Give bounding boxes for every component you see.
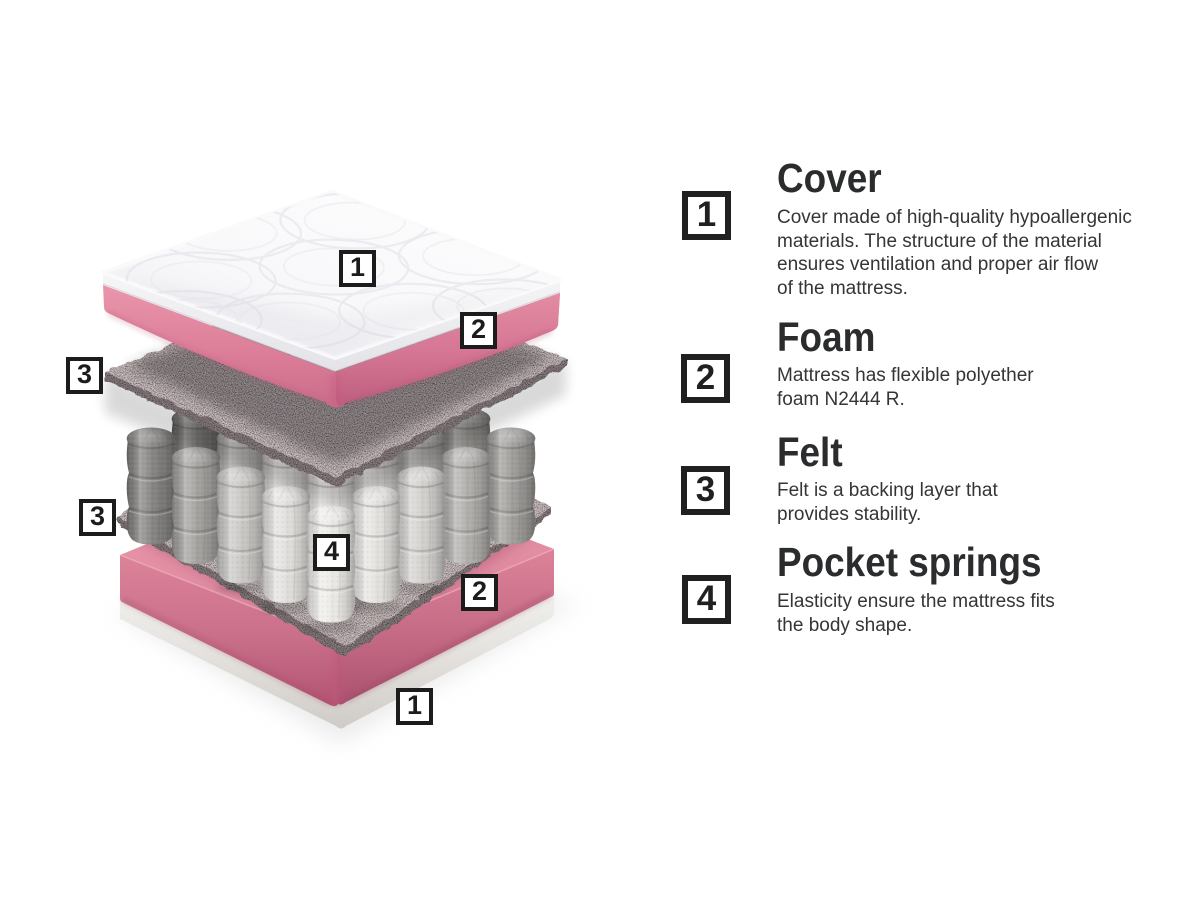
callout-number: 3 <box>89 501 106 531</box>
desc-line: ensures ventilation and proper air flow <box>777 254 1099 275</box>
pocket-spring <box>396 466 446 584</box>
callout-number: 1 <box>406 690 423 720</box>
legend-title-text: Cover <box>777 154 882 201</box>
legend-title-text: Felt <box>777 428 843 475</box>
callout-number: 4 <box>323 536 340 566</box>
callout-number: 3 <box>76 359 93 389</box>
callout-pocket-springs: 4 <box>313 534 350 571</box>
mattress-exploded-diagram <box>101 190 585 748</box>
callout-number: 2 <box>471 576 488 606</box>
callout-foam-top: 2 <box>460 312 497 349</box>
legend-box-1: 1 <box>682 191 731 240</box>
legend-title-foam: Foam <box>777 314 875 360</box>
legend-number: 4 <box>696 578 717 618</box>
callout-number: 1 <box>349 252 366 282</box>
legend-box-2: 2 <box>681 354 730 403</box>
callout-felt-upper: 3 <box>66 357 103 394</box>
desc-line: the body shape. <box>777 614 913 636</box>
pocket-spring <box>261 486 311 604</box>
desc-line: Mattress has flexible polyether <box>777 365 1034 386</box>
callout-foam-bottom: 2 <box>461 574 498 611</box>
pocket-spring <box>216 466 266 584</box>
callout-cover-top: 1 <box>339 250 376 287</box>
pocket-spring <box>441 447 491 565</box>
spring-shadows <box>216 583 446 633</box>
desc-line: Felt is a backing layer that <box>777 480 998 501</box>
callout-number: 2 <box>470 314 487 344</box>
pocket-spring <box>171 447 221 565</box>
desc-line: materials. The structure of the material <box>777 230 1102 252</box>
legend-title-felt: Felt <box>777 429 843 475</box>
legend-desc-foam: Mattress has flexible polyether foam N24… <box>777 364 1034 411</box>
desc-line: Cover made of high-quality hypoallergeni… <box>777 207 1132 228</box>
pocket-spring <box>126 427 176 545</box>
pocket-spring <box>486 427 536 545</box>
legend-number: 1 <box>696 194 717 234</box>
legend-title-text: Foam <box>777 313 876 360</box>
legend-number: 3 <box>695 469 716 509</box>
legend-desc-felt: Felt is a backing layer that provides st… <box>777 479 998 526</box>
felt-upper-cast-shadow <box>105 359 566 505</box>
legend-title-cover: Cover <box>777 155 882 201</box>
desc-line: foam N2444 R. <box>777 388 905 410</box>
legend-desc-cover: Cover made of high-quality hypoallergeni… <box>777 206 1132 300</box>
desc-line: provides stability. <box>777 503 922 525</box>
legend-box-4: 4 <box>682 575 731 624</box>
legend-desc-pocket-springs: Elasticity ensure the mattress fits the … <box>777 590 1055 637</box>
callout-felt-lower: 3 <box>79 499 116 536</box>
legend-number: 2 <box>695 357 716 397</box>
legend-title-pocket-springs: Pocket springs <box>777 539 1042 585</box>
legend-box-3: 3 <box>681 466 730 515</box>
desc-line: Elasticity ensure the mattress fits <box>777 591 1055 612</box>
desc-line: of the mattress. <box>777 277 908 299</box>
callout-cover-bottom: 1 <box>396 688 433 725</box>
pocket-spring <box>351 486 401 604</box>
legend-title-text: Pocket springs <box>777 538 1042 585</box>
